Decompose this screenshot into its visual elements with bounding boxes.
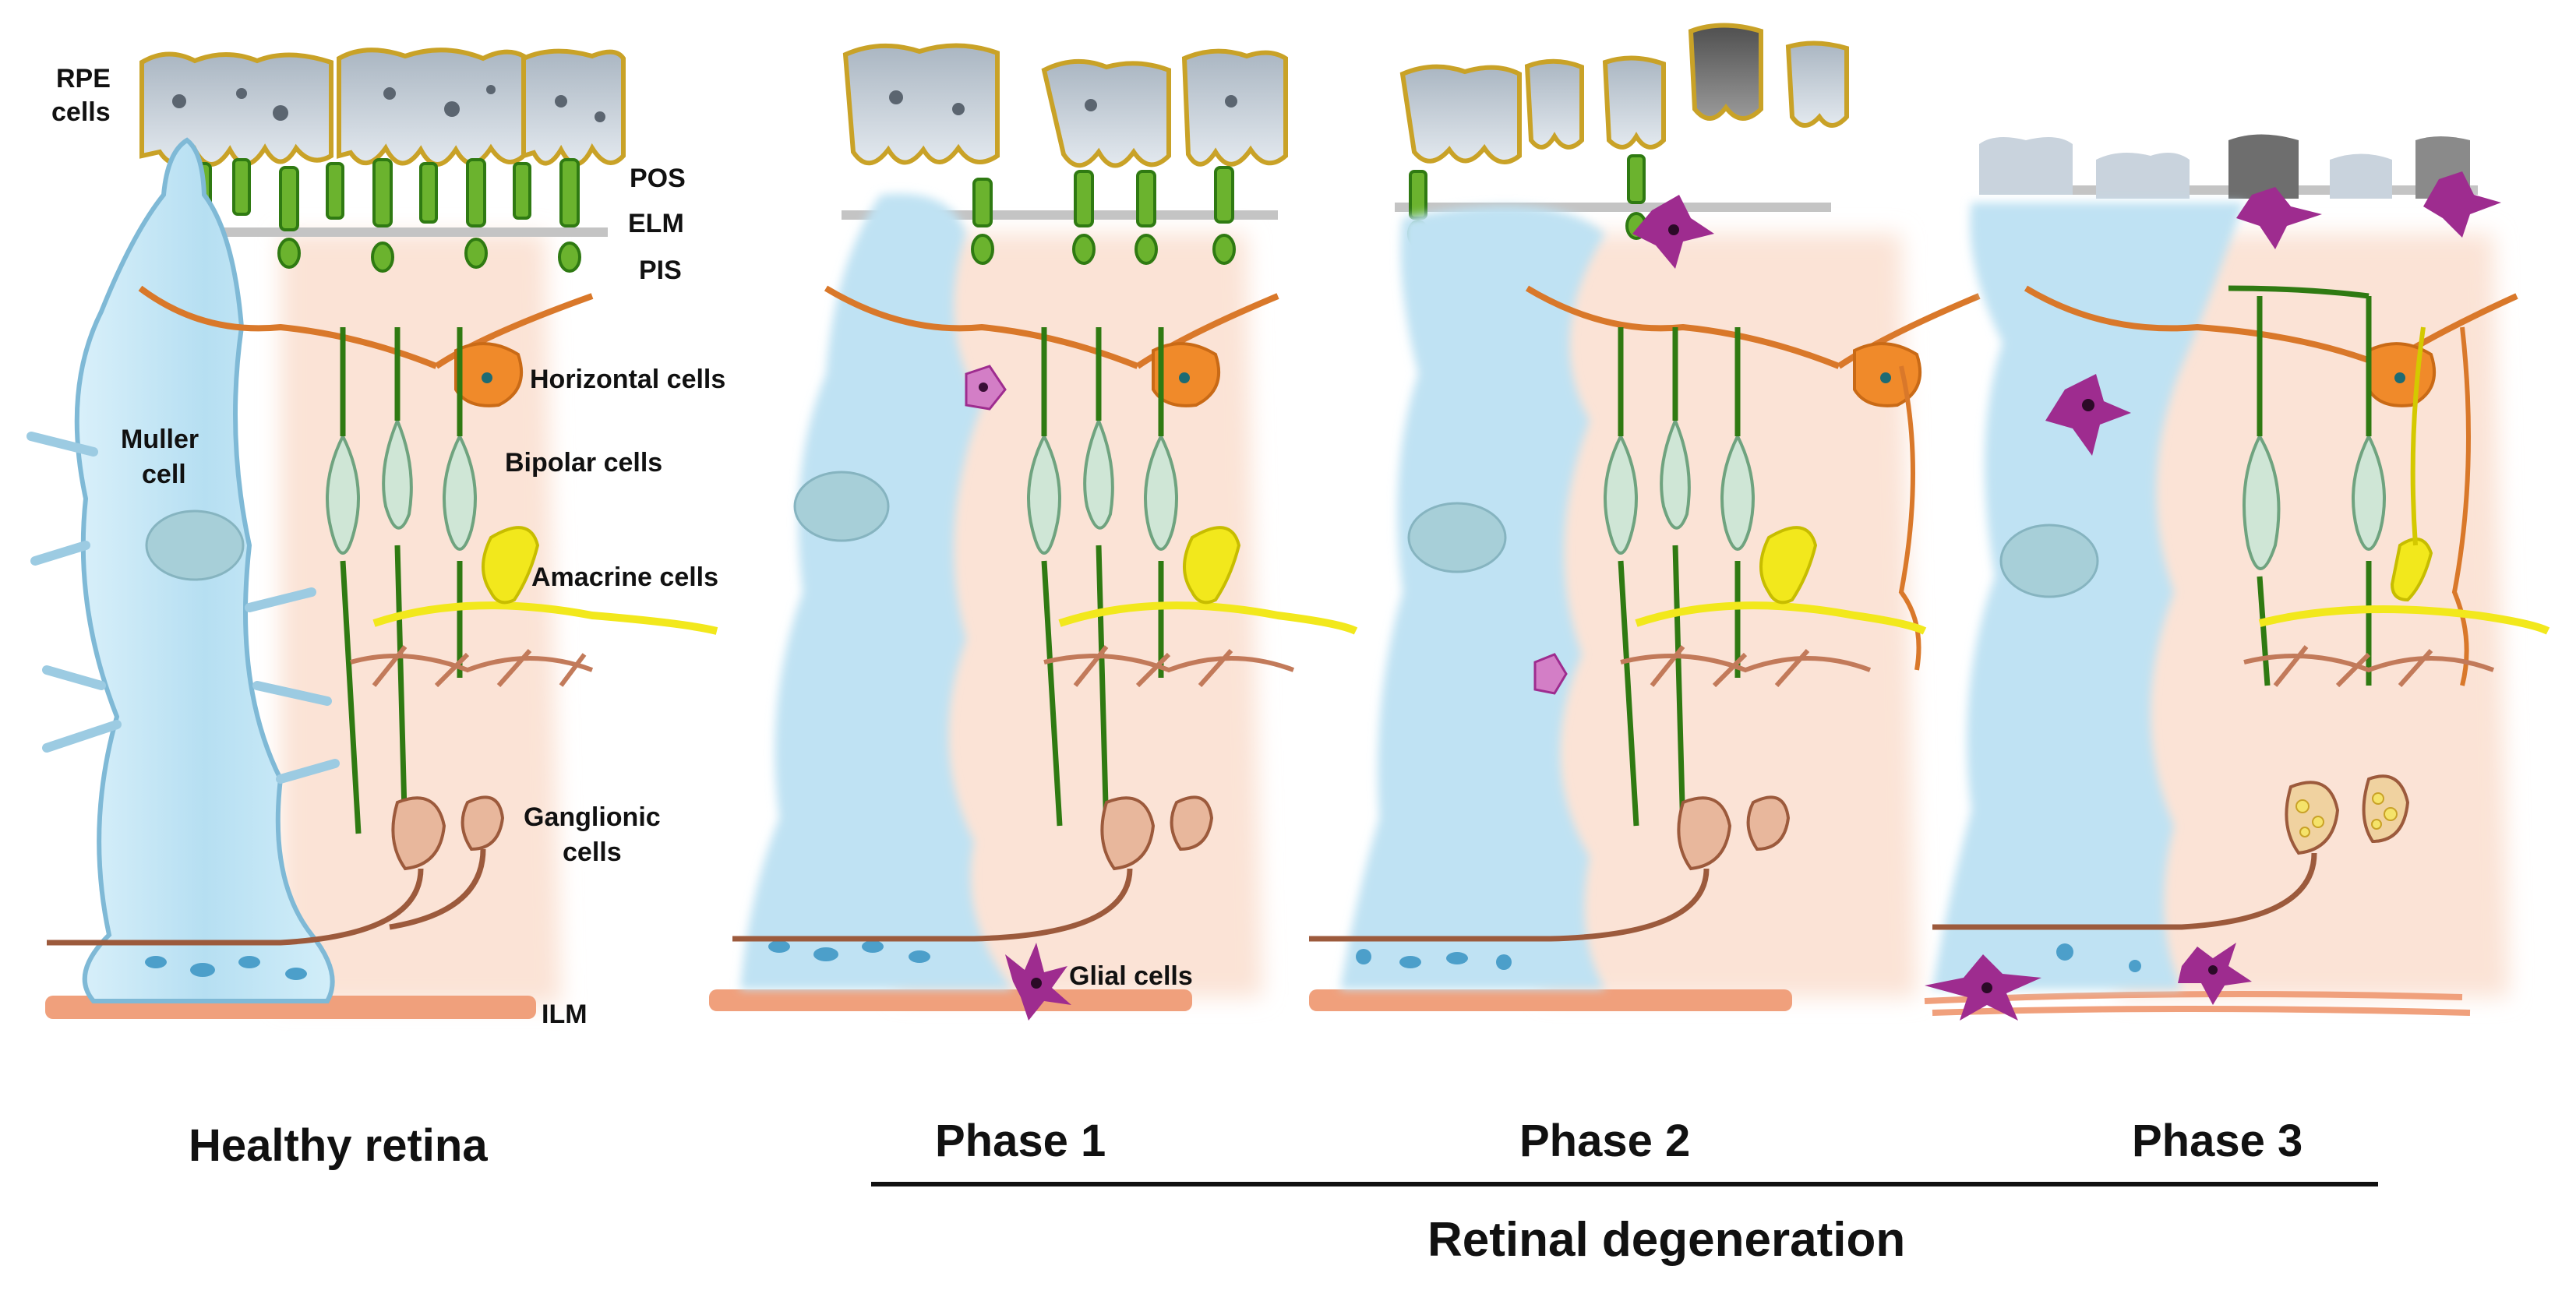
photoreceptor-layer: [971, 166, 1236, 265]
inner-plexiform-layer: [2243, 645, 2495, 688]
amacrine-cell: [1058, 526, 1358, 635]
panel-title-phase-1: Phase 1: [935, 1116, 1106, 1166]
inner-plexiform-layer: [1620, 645, 1872, 688]
pis-label: PIS: [639, 256, 682, 285]
tissue-background: [281, 234, 561, 1005]
muller-nucleus: [1407, 502, 1507, 573]
bipolar-cells: [2243, 432, 2386, 570]
rpe-layer: [139, 48, 626, 167]
layer-labels: RPE cells POS ELM PIS Muller cell Horizo…: [51, 64, 1193, 1029]
bipolar-cells: [326, 416, 477, 555]
panel-titles: Healthy retina Phase 1 Phase 2 Phase 3: [189, 1116, 2303, 1171]
horizontal-cell: [1525, 285, 1981, 671]
muller-cell: [1932, 203, 2244, 989]
ganglion-cells: [47, 795, 505, 946]
muller-cell: [1340, 206, 1605, 989]
microglia-cell: [965, 365, 1007, 411]
elm-line: [140, 227, 608, 237]
panel-title-phase-3: Phase 3: [2132, 1116, 2303, 1166]
glial-cell: [1925, 943, 2252, 1021]
pos-label: POS: [630, 164, 686, 193]
muller-nucleus: [1999, 524, 2099, 598]
muller-nucleus: [793, 471, 890, 542]
ganglion-cells: [1932, 774, 2410, 930]
elm-label: ELM: [628, 209, 684, 238]
ganglionic-label-line-1: Ganglionic: [524, 802, 661, 832]
retinal-degeneration-label: Retinal degeneration: [1427, 1213, 1905, 1267]
muller-cell: [740, 193, 1013, 990]
ilm-membrane: [709, 989, 1192, 1011]
inner-plexiform-layer: [1043, 645, 1295, 688]
amacrine-cell: [1635, 526, 1927, 635]
inner-plexiform-layer: [350, 645, 594, 688]
amacrine-cells-label: Amacrine cells: [531, 562, 718, 592]
glial-cell: [1005, 943, 1071, 1021]
ganglion-cells: [1309, 795, 1791, 942]
horizontal-cell: [824, 285, 1279, 407]
rpe-layer: [1399, 23, 1849, 164]
rpe-layer: [842, 43, 1288, 168]
horizontal-cell: [138, 285, 594, 407]
amacrine-cell: [372, 526, 718, 635]
rpe-label-line-2: cells: [51, 97, 111, 127]
microglia-cell: [1533, 195, 1714, 695]
panel-title-healthy: Healthy retina: [189, 1120, 488, 1171]
ilm-label: ILM: [542, 1000, 588, 1029]
muller-label-line-2: cell: [142, 460, 186, 489]
bipolar-cells: [1027, 416, 1178, 555]
microglia-cell: [2045, 171, 2501, 456]
glial-cells-label: Glial cells: [1069, 961, 1193, 991]
rpe-label-line-1: RPE: [56, 64, 111, 93]
amacrine-cell: [2258, 326, 2550, 635]
bipolar-cells-label: Bipolar cells: [505, 448, 662, 478]
panel-phase-2: [1309, 23, 1981, 1011]
ganglion-cells: [732, 795, 1214, 942]
bipolar-cells: [1604, 416, 1755, 555]
panel-phase-1: [709, 43, 1358, 1021]
muller-nucleus: [145, 509, 245, 581]
panel-phase-3: [1924, 134, 2550, 1021]
panel-healthy: [26, 48, 718, 1019]
muller-label-line-1: Muller: [121, 425, 199, 454]
ganglionic-label-line-2: cells: [563, 837, 622, 867]
horizontal-cells-label: Horizontal cells: [530, 365, 725, 394]
ilm-membrane: [1309, 989, 1792, 1011]
panel-title-phase-2: Phase 2: [1519, 1116, 1690, 1166]
